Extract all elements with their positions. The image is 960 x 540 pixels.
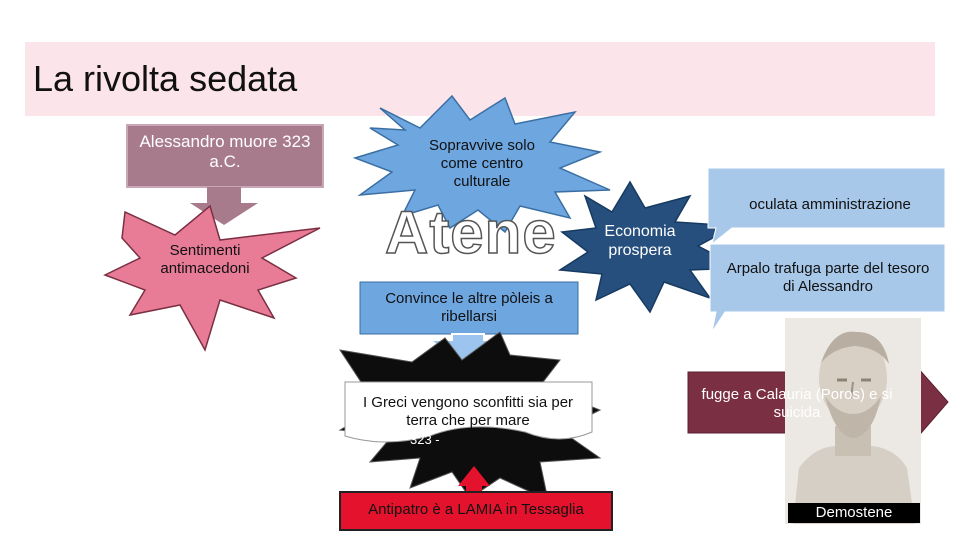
hidden-year-label: 323 - <box>410 432 440 447</box>
oculata-pointer-shape <box>707 167 946 246</box>
sentimenti-burst-shape <box>103 204 321 352</box>
oculata-label: oculata amministrazione <box>749 196 911 213</box>
arpalo-label: Arpalo trafuga parte del tesoro di Aless… <box>726 260 930 295</box>
title-bar <box>25 42 935 116</box>
antipatro-callout-shape <box>339 466 613 531</box>
greci-sconfitti-label: I Greci vengono sconfitti sia per terra … <box>362 394 574 429</box>
alessandro-callout-shape <box>126 124 324 225</box>
demostene-portrait <box>785 318 921 524</box>
sopravvive-label: Sopravvive solo come centro culturale <box>429 137 535 190</box>
sentimenti-label: Sentimenti antimacedoni <box>160 242 250 277</box>
greci-banner-shape <box>344 381 593 443</box>
atene-center-label: Atene <box>384 198 557 267</box>
convince-label: Convince le altre pòleis a ribellarsi <box>385 290 553 325</box>
fugge-label: fugge a Calauria (Poros) e si suicida <box>701 386 893 421</box>
sopravvive-burst-shape <box>352 94 611 234</box>
alessandro-muore-label: Alessandro muore 323 a.C. <box>139 132 311 172</box>
antipatro-label: Antipatro è a LAMIA in Tessaglia <box>368 501 584 518</box>
demostene-caption: Demostene <box>788 503 920 523</box>
economia-label: Economia prospera <box>604 223 676 260</box>
slide-title: La rivolta sedata <box>33 58 298 99</box>
arpalo-pointer-shape <box>709 243 946 333</box>
